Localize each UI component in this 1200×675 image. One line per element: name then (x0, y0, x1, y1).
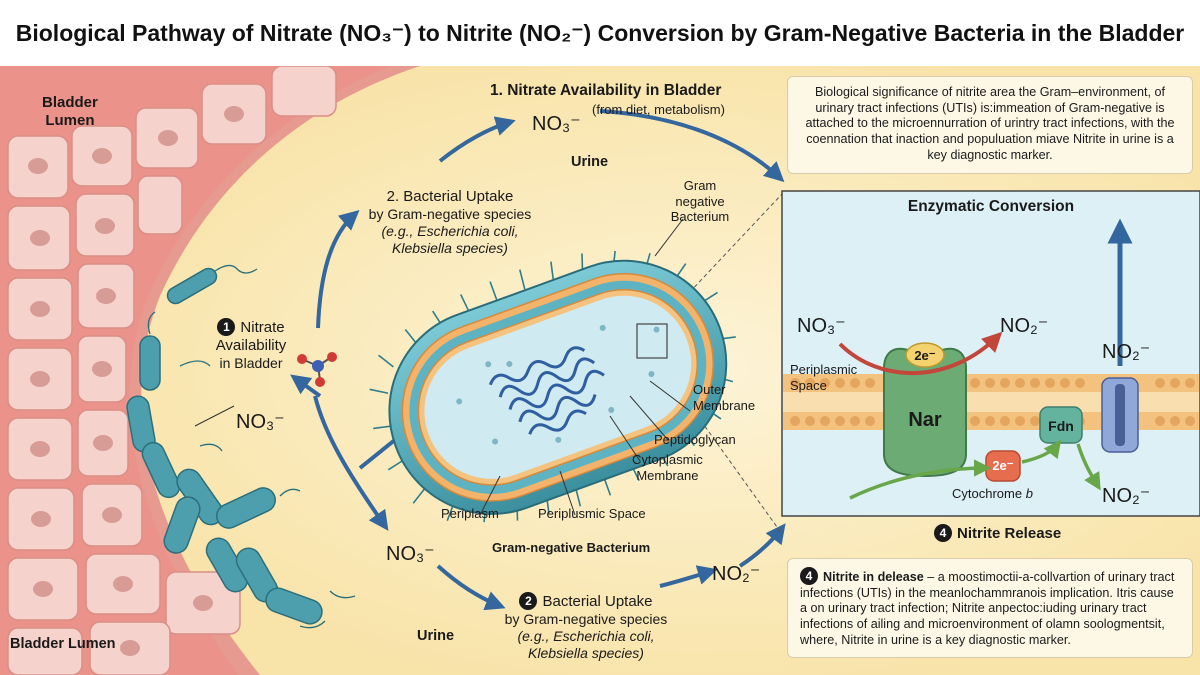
nitrite-note-title: Nitrite in delease (823, 570, 924, 584)
electrons-top: 2e⁻ (914, 348, 936, 363)
no3-bottom: NO₃⁻ (386, 543, 435, 565)
no2-bottom: NO₂⁻ (712, 563, 761, 585)
enzyme-panel-title: Enzymatic Conversion (907, 198, 1075, 215)
periplasmic-space-label: Periplasmic Space (790, 362, 858, 393)
flow-arrows (313, 109, 786, 611)
cell-nuclei (28, 106, 244, 656)
return-arrow-left (290, 374, 322, 398)
step2-bottom-number: 2 (519, 592, 538, 610)
nitrite-release-note: 4 Nitrite in delease – a moostimoctii-a-c… (787, 558, 1193, 658)
cytoplasmic-membrane-label: Cytoplasmic Membrane (632, 452, 703, 483)
urine-label-bottom: Urine (417, 628, 455, 644)
step1-left-number: 1 (217, 318, 236, 336)
step2-top: 2. Bacterial Uptake by Gram-negative spe… (360, 188, 540, 256)
step2-bottom-line3: Klebsiella species) (528, 644, 644, 661)
nitrite-note-number: 4 (800, 567, 818, 585)
urine-label-top: Urine (571, 154, 609, 170)
fdn-label: Fdn (1048, 418, 1074, 434)
wall-bacteria-flagella (147, 264, 356, 629)
page-title: Biological Pathway of Nitrate (NO₃⁻) to … (0, 0, 1200, 66)
step2-bottom-line1: by Gram-negative species (504, 611, 668, 627)
step1-left-title-line1: Nitrate (240, 319, 285, 336)
nitrite-note-body: – a moostimoctii-a-collvartion of urinar… (800, 570, 1175, 647)
gram-negative-bacterium-label: Gram negative Bacterium (670, 178, 730, 225)
outer-membrane-label: Outer Membrane (693, 382, 756, 413)
panel-no3: NO₃⁻ (797, 315, 846, 337)
step1-top-sub: (from diet, metabolism) (592, 102, 725, 117)
periplasm-label: Periplasm (441, 506, 499, 521)
zoom-box (636, 323, 668, 359)
bladder-lumen-label-bottom: Bladder Lumen (10, 636, 116, 652)
bladder-lumen-label-top: Bladder Lumen (42, 94, 98, 129)
nitrate-molecule-icon (297, 352, 337, 387)
periplusmic-space-label: Periplusmic Space (538, 506, 646, 521)
no3-left: NO₃⁻ (236, 411, 285, 433)
diagram-stage: Bladder Lumen Bladder Lumen 1. Nitrate A… (0, 66, 1200, 675)
cytochrome-label: Cytochrome b (952, 486, 1033, 501)
step2-top-line1: by Gram-negative species (368, 206, 532, 222)
peptidoglycan-label: Peptidoglycan (654, 432, 736, 447)
step2-top-line3: Klebsiella species) (392, 239, 508, 256)
step2-bottom-line2: (e.g., Escherichia coli, (517, 627, 655, 644)
large-bacterium (369, 250, 736, 523)
panel-no2-top: NO₂⁻ (1000, 315, 1049, 337)
step2-bottom-title: Bacterial Uptake (542, 593, 653, 610)
step1-left-sub: in Bladder (219, 355, 283, 371)
step2-top-line2: (e.g., Escherichia coli, (381, 222, 519, 239)
electrons-bottom: 2e⁻ (992, 458, 1014, 473)
label-pointers (194, 218, 691, 516)
significance-note: Biological significance of nitrite area … (787, 76, 1193, 174)
step1-left-title-line2: Availability (215, 337, 287, 354)
nar-enzyme-label: Nar (908, 409, 942, 431)
nitrite-release-number: 4 (934, 524, 952, 542)
step2-top-title: 2. Bacterial Uptake (386, 188, 514, 205)
panel-no2-right-bottom: NO₂⁻ (1102, 485, 1151, 507)
step1-top-title: 1. Nitrate Availability in Bladder (490, 82, 722, 99)
gram-negative-bacterium-caption: Gram-negative Bacterium (492, 540, 651, 555)
panel-no2-right-top: NO₂⁻ (1102, 341, 1151, 363)
enzyme-panel (781, 190, 1200, 517)
wall-bacteria (126, 267, 323, 625)
no3-top: NO₃⁻ (532, 113, 581, 135)
